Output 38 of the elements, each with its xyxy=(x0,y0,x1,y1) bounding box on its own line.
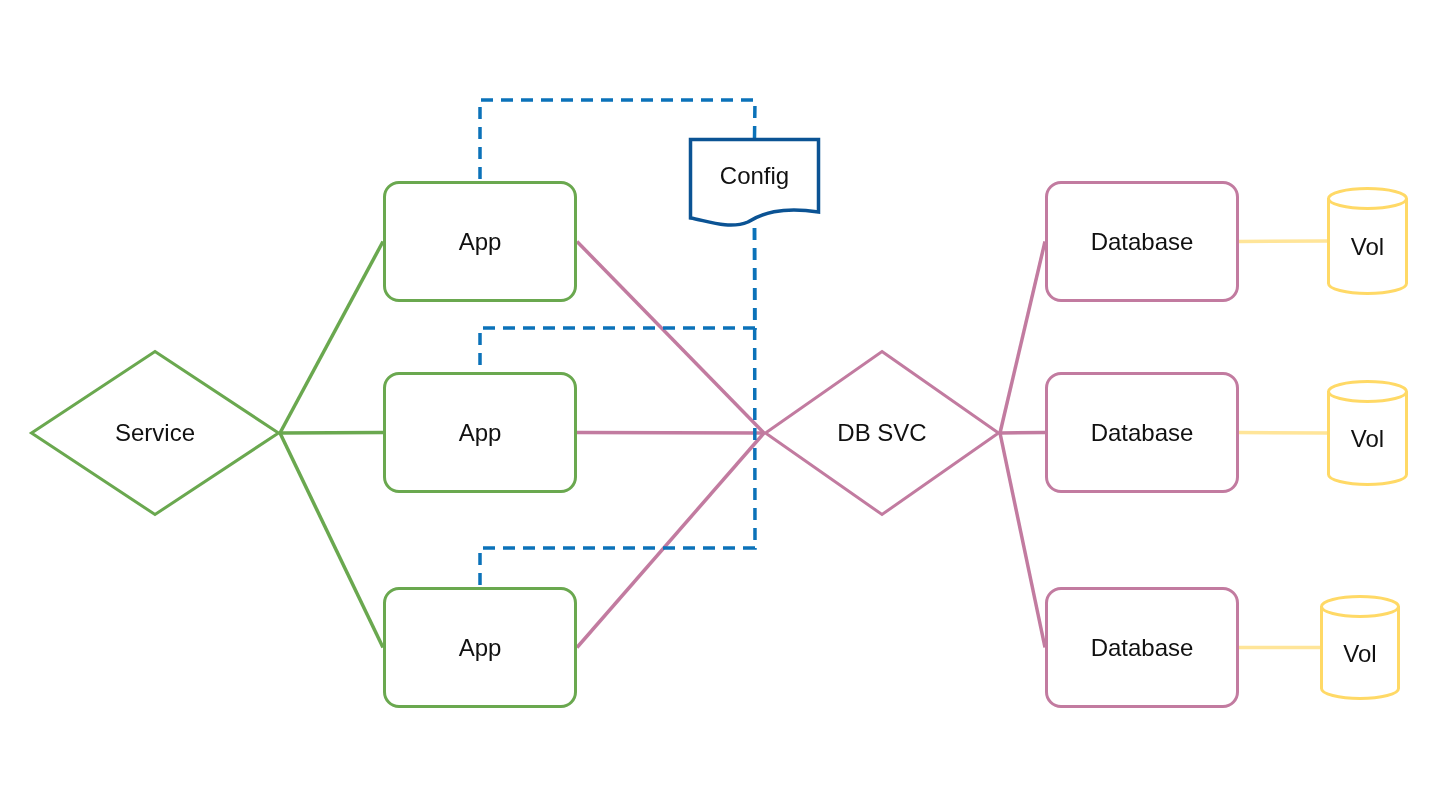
node-label: Vol xyxy=(1343,638,1377,668)
node-label: Service xyxy=(115,419,195,447)
database-box xyxy=(1045,181,1239,302)
node-label: Database xyxy=(1090,227,1194,256)
connector-line xyxy=(998,432,1047,648)
node-label: Config xyxy=(719,162,790,190)
node-label: App xyxy=(458,418,502,447)
dashed-connector xyxy=(478,228,757,587)
node-label: Vol xyxy=(1350,232,1385,261)
service-diamond xyxy=(764,350,1000,516)
dashed-connector xyxy=(478,98,757,181)
connector-line xyxy=(575,240,766,435)
connector-line xyxy=(278,432,385,649)
database-box xyxy=(1045,372,1239,493)
connector-line xyxy=(280,430,383,435)
volume-cylinder xyxy=(1320,595,1400,700)
connector-line xyxy=(278,240,385,434)
node-label: Vol xyxy=(1350,424,1385,453)
node-label: DB SVC xyxy=(837,419,927,447)
node-label: App xyxy=(458,633,502,662)
volume-cylinder xyxy=(1327,380,1408,486)
node-label: Database xyxy=(1090,633,1194,662)
volume-cylinder xyxy=(1327,187,1408,295)
connector-line xyxy=(575,431,766,649)
app-box xyxy=(383,181,577,302)
connector-line xyxy=(998,241,1047,434)
connector-line xyxy=(1000,430,1045,435)
connector-line xyxy=(1239,239,1327,244)
service-diamond xyxy=(30,350,280,516)
connector-line xyxy=(1239,430,1327,435)
app-box xyxy=(383,587,577,708)
document-shape xyxy=(689,138,820,228)
app-box xyxy=(383,372,577,493)
node-label: App xyxy=(458,227,502,256)
node-label: Database xyxy=(1090,418,1194,447)
connector-line xyxy=(1239,645,1320,650)
database-box xyxy=(1045,587,1239,708)
connector-line xyxy=(577,430,764,435)
